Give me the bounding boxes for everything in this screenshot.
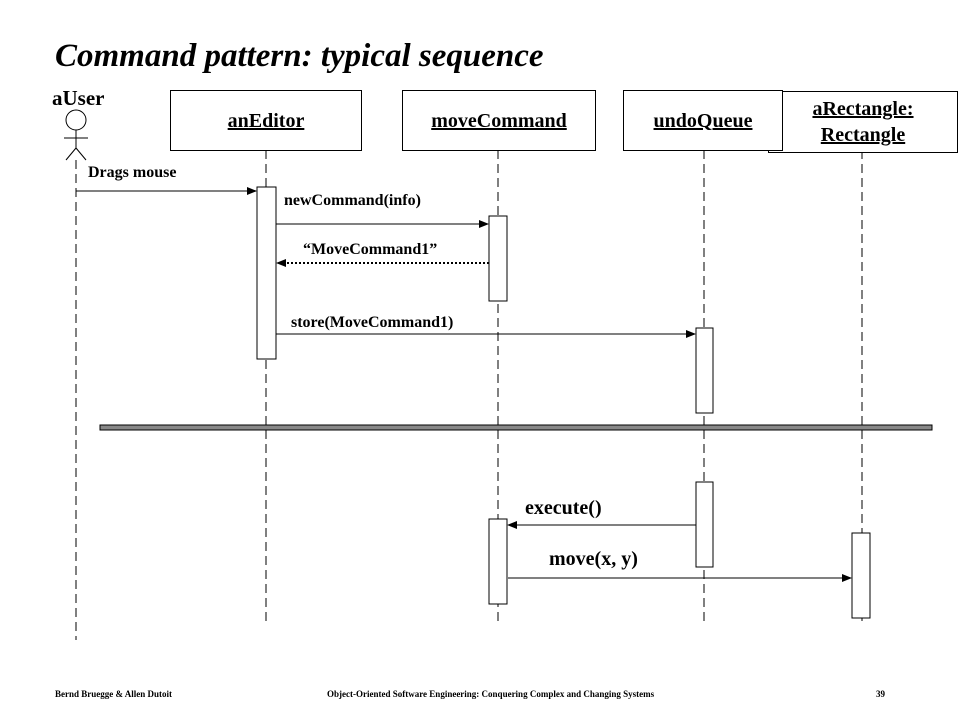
message-label-execute: execute() (525, 497, 602, 519)
activation-undoqueue-2 (695, 481, 714, 568)
activation-aneditor (256, 186, 277, 360)
page-title: Command pattern: typical sequence (55, 38, 544, 74)
message-label-return-value: “MoveCommand1” (303, 241, 438, 258)
actor-stick-figure-icon (64, 109, 88, 161)
activation-arectangle (851, 532, 871, 619)
object-box-movecommand: moveCommand (402, 90, 596, 151)
activation-undoqueue-1 (695, 327, 714, 414)
actor-label-auser: aUser (52, 86, 105, 110)
footer-page-number: 39 (876, 689, 885, 699)
message-label-move: move(x, y) (549, 548, 638, 570)
object-label-movecommand: moveCommand (431, 109, 567, 132)
activation-movecommand-2 (488, 518, 508, 605)
object-label-arectangle-line1: aRectangle: (812, 98, 914, 120)
message-label-new-command: newCommand(info) (284, 192, 421, 209)
object-box-aneditor: anEditor (170, 90, 362, 151)
message-label-drags-mouse: Drags mouse (88, 164, 177, 181)
object-label-undoqueue: undoQueue (653, 109, 753, 132)
time-break-separator (99, 424, 933, 431)
object-box-arectangle: aRectangle: Rectangle (768, 91, 958, 153)
object-box-undoqueue: undoQueue (623, 90, 783, 151)
object-label-aneditor: anEditor (227, 109, 305, 132)
object-label-arectangle-line2: Rectangle (820, 124, 906, 146)
footer-authors: Bernd Bruegge & Allen Dutoit (55, 689, 172, 699)
activation-movecommand-1 (488, 215, 508, 302)
message-label-store: store(MoveCommand1) (291, 314, 454, 331)
footer-book-title: Object-Oriented Software Engineering: Co… (327, 689, 655, 699)
